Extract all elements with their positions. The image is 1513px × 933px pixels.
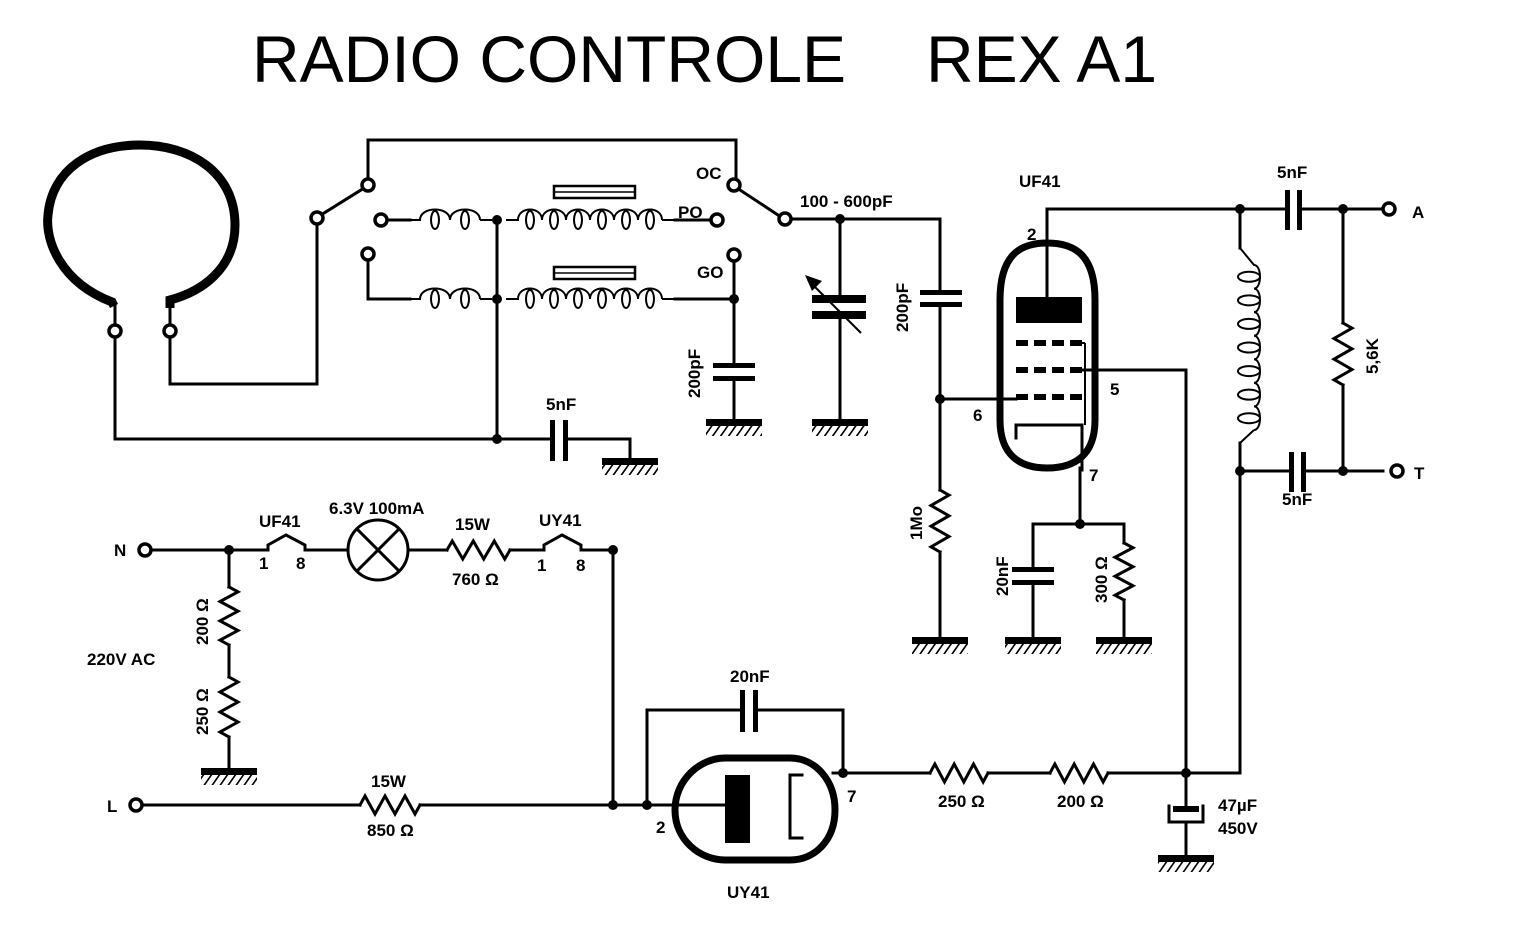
title-left: RADIO CONTROLE (252, 22, 846, 96)
uf41-tube-label: UF41 (1019, 172, 1061, 191)
ground-go-cap (706, 419, 762, 436)
terminal-l-label: L (107, 797, 117, 816)
heater-uf41-label: UF41 (259, 512, 301, 531)
rect-pin-anode: 2 (656, 818, 665, 837)
uf41-pin-screen: 5 (1110, 380, 1119, 399)
filter-res2-label: 200 Ω (1057, 792, 1104, 811)
switch-label-oc: OC (696, 164, 722, 183)
rectifier-label: UY41 (727, 883, 770, 902)
rDrop1-resistor (444, 538, 513, 562)
uf41-grid-2-segment (1034, 367, 1046, 373)
variable-capacitor: 100 - 600pF (789, 192, 942, 421)
filter-cap-voltage-label: 450V (1218, 819, 1258, 838)
uf41-grid-1-segment (1016, 340, 1028, 346)
ground-variable-cap (812, 419, 868, 436)
band-switch-left (309, 138, 738, 301)
uf41-detector-stage: 200pF 1Mo 2 5 6 7 UF41 20nF (893, 172, 1188, 775)
rDrop2-resistor (357, 792, 423, 818)
dropper2-power-label: 15W (371, 772, 407, 791)
rect-pin-cathode: 7 (847, 787, 856, 806)
rFilt1-resistor (927, 760, 991, 786)
coupling-cap-top-label: 5nF (1277, 163, 1307, 182)
power-supply: N UF41 1 8 6.3V 100mA 15W 760 Ω UY41 1 8 (87, 499, 1258, 902)
terminal-l[interactable] (128, 797, 144, 813)
oscillator-coils (408, 184, 737, 444)
mains-label: 220V AC (87, 650, 155, 669)
go-cap-label: 200pF (685, 349, 704, 398)
grid-cap-label: 200pF (893, 283, 912, 332)
rGridLeak-resistor (927, 487, 953, 555)
uy41-rectifier-envelope (671, 754, 839, 864)
loop-antenna (43, 140, 499, 441)
uf41-grid-1-segment (1070, 340, 1082, 346)
band-switch-right: OC PO GO (678, 164, 793, 304)
coilPOs-inductor (408, 208, 492, 230)
uf41-grid-2-segment (1070, 367, 1082, 373)
terminal-a[interactable] (1381, 201, 1397, 217)
rect-cap-label: 20nF (730, 667, 770, 686)
variable-cap-label: 100 - 600pF (800, 192, 893, 211)
terminal-n[interactable] (137, 542, 153, 558)
ground-filter-cap (1158, 855, 1214, 872)
terminal-n-label: N (114, 541, 126, 560)
uf41-grid-1-segment (1034, 340, 1046, 346)
loop-terminal-left (107, 323, 123, 339)
uf41-pin-plate: 2 (1027, 225, 1036, 244)
choke-inductor (1237, 247, 1262, 444)
coilGOs-inductor (408, 287, 492, 309)
filter-res1-label: 250 Ω (938, 792, 985, 811)
rLoad-resistor (1330, 320, 1356, 388)
coupling-cap-bottom-label: 5nF (1282, 490, 1312, 509)
rCathode-resistor (1111, 540, 1137, 603)
uf41-grid-3-segment (1034, 394, 1046, 400)
grid-leak-label: 1Mo (907, 506, 926, 540)
heater-uy41-label: UY41 (539, 511, 582, 530)
heater-uf41-pin1: 1 (259, 554, 268, 573)
cathode-cap-label: 20nF (993, 556, 1012, 596)
ground-grid-leak (912, 637, 968, 654)
heater-uy41-pin8: 8 (576, 556, 585, 575)
ground-cathode-cap (1005, 637, 1061, 654)
loop-bypass-capacitor: 5nF (495, 395, 632, 461)
uf41-pin-cathode: 7 (1089, 466, 1098, 485)
coilGOl-inductor (506, 287, 674, 309)
loop-terminal-right (162, 323, 178, 339)
heater-uy41-pin1: 1 (537, 556, 546, 575)
cathode-res-label: 300 Ω (1092, 556, 1111, 603)
terminal-a-label: A (1412, 203, 1424, 222)
rDivBot-resistor (216, 674, 242, 740)
rDivTop-resistor (216, 584, 242, 648)
ground-divider (201, 768, 257, 785)
title-right: REX A1 (926, 22, 1157, 96)
dropper2-value-label: 850 Ω (367, 821, 414, 840)
terminal-t[interactable] (1389, 463, 1405, 479)
switch-label-go: GO (697, 263, 723, 282)
terminal-t-label: T (1414, 464, 1425, 483)
lamp-label: 6.3V 100mA (329, 499, 424, 518)
uf41-tube-envelope (996, 239, 1099, 472)
dropper1-power-label: 15W (455, 515, 491, 534)
dropper1-value-label: 760 Ω (452, 570, 499, 589)
uf41-grid-2-segment (1016, 367, 1028, 373)
switch-label-po: PO (678, 203, 703, 222)
uf41-grid-2-segment (1052, 367, 1064, 373)
heater-uf41-pin8: 8 (296, 554, 305, 573)
load-res-label: 5,6K (1363, 337, 1382, 374)
divider-top-label: 200 Ω (193, 598, 212, 645)
filter-cap-label: 47µF (1218, 796, 1257, 815)
loop-bypass-cap-label: 5nF (546, 395, 576, 414)
ground-loop-bypass (602, 458, 658, 475)
ground-cathode-res (1096, 637, 1152, 654)
go-capacitor-200pf: 200pF (685, 297, 755, 421)
uf41-pin-grid: 6 (973, 406, 982, 425)
uf41-grid-3-segment (1052, 394, 1064, 400)
uf41-grid-3-segment (1016, 394, 1028, 400)
coilPOl-inductor (506, 208, 674, 230)
output-network: A 5nF 5,6K T 5nF (1045, 163, 1425, 775)
uf41-grid-3-segment (1070, 394, 1082, 400)
rFilt2-resistor (1047, 760, 1111, 786)
uf41-grid-1-segment (1052, 340, 1064, 346)
divider-bottom-label: 250 Ω (193, 688, 212, 735)
